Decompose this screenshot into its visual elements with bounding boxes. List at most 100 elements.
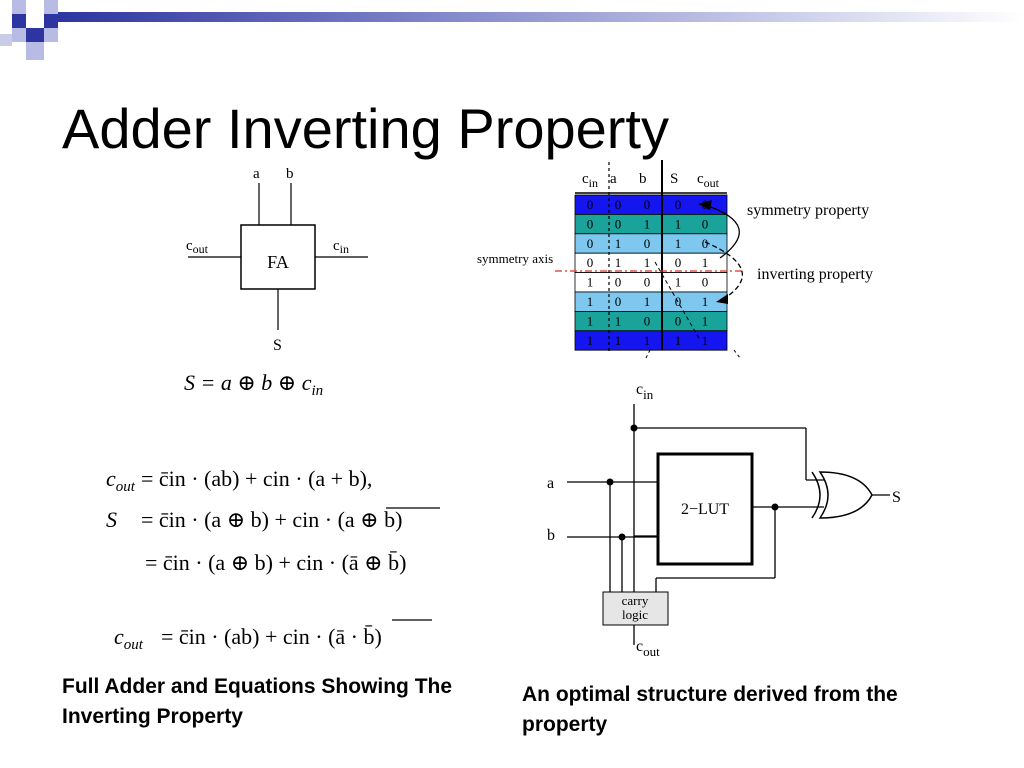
fa-label: FA xyxy=(267,252,289,272)
s-equation-line1: S= c̄in · (a ⊕ b) + cin · (a ⊕ b) xyxy=(106,507,402,532)
truth-table-cell: 1 xyxy=(587,275,594,290)
truth-table-cell: 0 xyxy=(702,236,709,251)
carry-logic-line1: carry xyxy=(622,593,649,608)
junction-dot xyxy=(618,533,626,541)
truth-table-cell: 0 xyxy=(644,313,651,328)
deco-square xyxy=(0,34,12,46)
truth-table-cell: 1 xyxy=(702,313,709,328)
deco-square xyxy=(44,28,58,42)
symmetry-property-label: symmetry property xyxy=(747,202,869,219)
truth-table-cell: 1 xyxy=(644,333,651,348)
deco-square xyxy=(12,14,26,28)
truth-table-cell: 0 xyxy=(587,216,594,231)
slide-title: Adder Inverting Property xyxy=(62,97,669,160)
inverting-arrowhead xyxy=(716,294,728,304)
inverting-arrow xyxy=(704,241,743,301)
truth-table-rows: 0000000110010100110110010101011100111111 xyxy=(574,194,728,351)
fa-pin-cin: cin xyxy=(333,238,349,256)
truth-table-cell: 1 xyxy=(644,255,651,270)
junction-dot xyxy=(630,424,638,432)
truth-table-cell: 1 xyxy=(615,236,622,251)
truth-table-cell: 1 xyxy=(587,313,594,328)
inverting-property-label: inverting property xyxy=(757,266,873,283)
truth-table-header: S xyxy=(670,171,678,187)
circuit-cout-label: cout xyxy=(636,638,660,659)
fa-pin-s: S xyxy=(273,337,282,354)
s-equation-line2: = c̄in · (a ⊕ b) + cin · (ā ⊕ b̄) xyxy=(145,550,406,575)
truth-table-cell: 1 xyxy=(615,333,622,348)
truth-table-header: cout xyxy=(697,171,720,190)
lut-label: 2−LUT xyxy=(681,501,729,518)
truth-table-cell: 0 xyxy=(615,275,622,290)
truth-table-cell: 0 xyxy=(587,255,594,270)
circuit-cin-label: cin xyxy=(636,381,654,402)
truth-table-cell: 0 xyxy=(587,236,594,251)
deco-square xyxy=(12,28,26,42)
header-gradient-bar xyxy=(58,12,1024,22)
carry-logic-box xyxy=(602,591,669,626)
dashed-guide xyxy=(654,261,701,341)
carry-logic-line2: logic xyxy=(622,607,648,622)
symmetry-axis-label: symmetry axis xyxy=(477,251,553,266)
truth-table-cell: 0 xyxy=(644,197,651,212)
deco-square xyxy=(44,0,58,14)
lut-box xyxy=(656,452,754,566)
truth-table-cell: 1 xyxy=(644,294,651,309)
truth-table-cell: 1 xyxy=(587,333,594,348)
deco-square xyxy=(44,14,58,28)
truth-table-cell: 0 xyxy=(644,236,651,251)
symmetry-arrowhead xyxy=(698,200,712,210)
truth-table-cell: 0 xyxy=(615,294,622,309)
truth-table-cell: 1 xyxy=(587,294,594,309)
truth-table-cell: 1 xyxy=(675,216,682,231)
xor-gate-back-curve xyxy=(811,471,821,519)
truth-table-cell: 1 xyxy=(615,255,622,270)
truth-table-cell: 0 xyxy=(615,216,622,231)
cout-equation: cout= c̄in · (ab) + cin · (a + b), xyxy=(106,466,372,495)
truth-table-cell: 0 xyxy=(644,275,651,290)
deco-square xyxy=(26,14,44,28)
fa-pin-b: b xyxy=(286,166,294,182)
xor-gate xyxy=(818,471,873,519)
fa-pin-cout: cout xyxy=(186,238,209,256)
truth-table-cell: 1 xyxy=(615,313,622,328)
truth-table-cell: 1 xyxy=(675,236,682,251)
caption-right: An optimal structure derived from the pr… xyxy=(522,683,898,736)
truth-table-row xyxy=(574,330,728,351)
fa-pin-a: a xyxy=(253,166,260,182)
caption-left: Full Adder and Equations Showing The Inv… xyxy=(62,675,453,728)
cout-final-equation: cout= c̄in · (ab) + cin · (ā · b̄) xyxy=(114,624,382,653)
truth-table-cell: 1 xyxy=(702,333,709,348)
truth-table-cell: 0 xyxy=(702,275,709,290)
truth-table-cell: 1 xyxy=(675,275,682,290)
truth-table-cell: 1 xyxy=(644,216,651,231)
truth-table-cell: 0 xyxy=(615,197,622,212)
truth-table-cell: 0 xyxy=(702,216,709,231)
circuit-a-label: a xyxy=(547,475,554,492)
circuit-b-label: b xyxy=(547,527,555,544)
truth-table-header: b xyxy=(639,171,647,187)
deco-square xyxy=(26,42,44,60)
truth-table-cell: 1 xyxy=(702,294,709,309)
truth-table-cell: 0 xyxy=(675,197,682,212)
junction-dot xyxy=(771,503,779,511)
deco-square xyxy=(26,28,44,42)
truth-table-cell: 1 xyxy=(675,333,682,348)
dashed-guide xyxy=(644,349,741,361)
circuit-s-label: S xyxy=(892,489,901,506)
symmetry-arrow xyxy=(704,204,740,259)
junction-dot xyxy=(606,478,614,486)
sum-equation: S = a ⊕ b ⊕ cin xyxy=(184,370,323,399)
truth-table-cell: 0 xyxy=(675,313,682,328)
truth-table-header: a xyxy=(610,171,617,187)
truth-table-header: cin xyxy=(582,171,598,190)
truth-table-cell: 1 xyxy=(702,255,709,270)
truth-table-cell: 0 xyxy=(587,197,594,212)
deco-square xyxy=(12,0,26,14)
truth-table-cell: 0 xyxy=(675,255,682,270)
